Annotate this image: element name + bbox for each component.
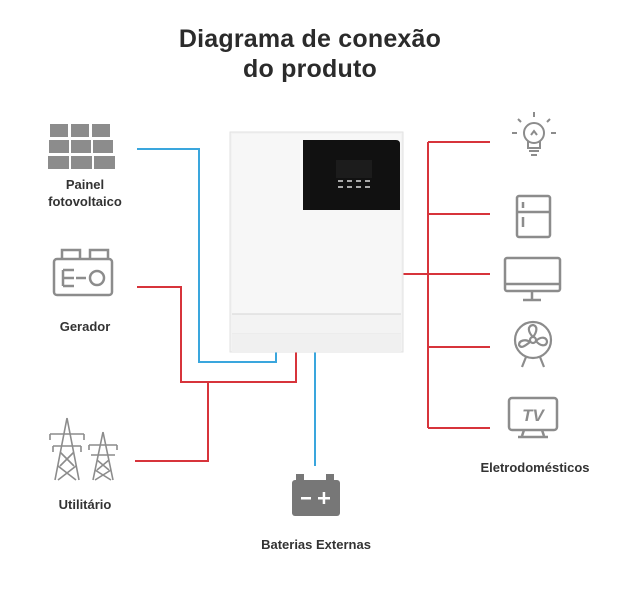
utility-connection-line — [135, 382, 209, 462]
monitor-icon — [503, 256, 562, 302]
tv-icon: TV — [507, 396, 559, 439]
page-title: Diagrama de conexão do produto — [0, 24, 620, 84]
solar-label-line-2: fotovoltaico — [48, 194, 122, 209]
solar-label: Painel fotovoltaico — [30, 176, 140, 210]
tv-icon-text: TV — [522, 406, 545, 425]
power-tower-icon — [49, 417, 118, 481]
battery-icon — [292, 474, 340, 516]
title-line-2: do produto — [243, 55, 377, 83]
refrigerator-icon — [515, 194, 552, 239]
solar-label-line-1: Painel — [65, 177, 105, 192]
utility-label: Utilitário — [58, 497, 112, 512]
generator-connection-line — [137, 286, 297, 383]
solar-connection-line — [137, 148, 277, 363]
fan-icon — [513, 320, 553, 368]
light-bulb-icon — [512, 112, 556, 156]
generator-label: Gerador — [59, 319, 111, 334]
inverter-device — [229, 131, 404, 353]
battery-label: Baterias Externas — [261, 537, 371, 552]
generator-icon — [52, 248, 114, 297]
appliances-label: Eletrodomésticos — [480, 460, 590, 475]
output-branch-lines — [428, 141, 490, 429]
solar-panel-icon — [48, 124, 115, 169]
title-line-1: Diagrama de conexão — [178, 25, 442, 53]
